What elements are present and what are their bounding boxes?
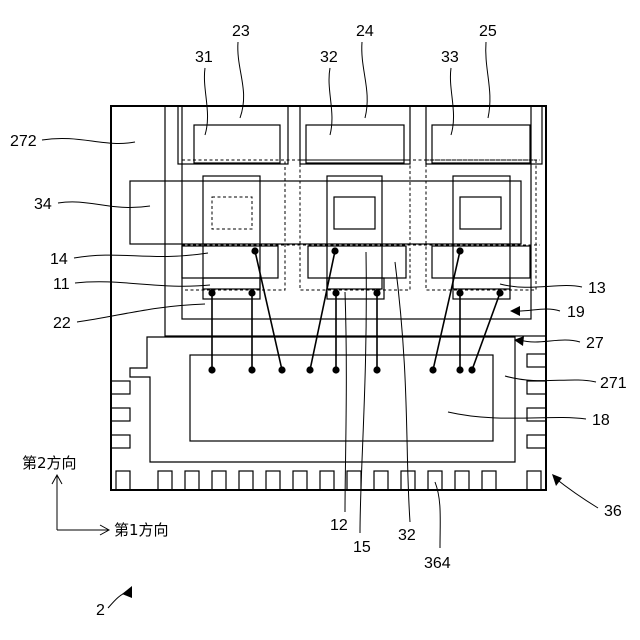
connector-25 <box>426 106 542 164</box>
ref-19: 19 <box>567 304 585 321</box>
lens-block-34 <box>130 181 521 244</box>
arrowhead-19 <box>510 306 520 316</box>
ref-11: 11 <box>53 276 70 293</box>
pad-row-right <box>527 354 546 448</box>
dashed-region-mid <box>300 160 410 290</box>
upper-substrate-inner <box>182 106 531 319</box>
ref-14: 14 <box>50 251 68 268</box>
ref-12: 12 <box>330 517 348 534</box>
ref-25: 25 <box>479 23 497 40</box>
pad-row-bottom <box>116 471 541 490</box>
chip-pads <box>182 246 530 299</box>
ref-23: 23 <box>232 23 250 40</box>
ref-33: 33 <box>441 49 459 66</box>
direction-indicator <box>52 475 109 535</box>
ic-18 <box>190 355 493 441</box>
ref-34: 34 <box>34 196 52 213</box>
dashed-region-left <box>182 160 285 290</box>
connector-23 <box>178 106 288 164</box>
ref-24: 24 <box>356 23 374 40</box>
upper-substrate <box>165 106 546 336</box>
ref-272: 272 <box>10 133 37 150</box>
ref-15: 15 <box>353 539 371 556</box>
inner-region-271 <box>130 337 515 462</box>
ref-27: 27 <box>586 335 604 352</box>
label-second-direction: 第2方向 <box>22 454 77 472</box>
chip-mid <box>327 176 382 289</box>
ref-18: 18 <box>592 412 610 429</box>
connector-24 <box>300 106 410 164</box>
ref-32b: 32 <box>398 527 416 544</box>
bond-wires <box>212 251 500 370</box>
chip-right <box>453 176 510 289</box>
arrowhead-2 <box>122 586 132 598</box>
ref-271: 271 <box>600 375 627 392</box>
ref-364: 364 <box>424 555 451 572</box>
dashed-region-right <box>426 160 536 290</box>
ref-13: 13 <box>588 280 606 297</box>
ref-22: 22 <box>53 315 71 332</box>
pad-row-left <box>111 381 130 448</box>
arrowhead-36 <box>552 474 562 486</box>
ref-36: 36 <box>604 503 622 520</box>
chip-left <box>203 176 260 289</box>
label-first-direction: 第1方向 <box>114 521 169 539</box>
ref-2: 2 <box>96 602 105 619</box>
ref-31: 31 <box>195 49 213 66</box>
ref-32a: 32 <box>320 49 338 66</box>
